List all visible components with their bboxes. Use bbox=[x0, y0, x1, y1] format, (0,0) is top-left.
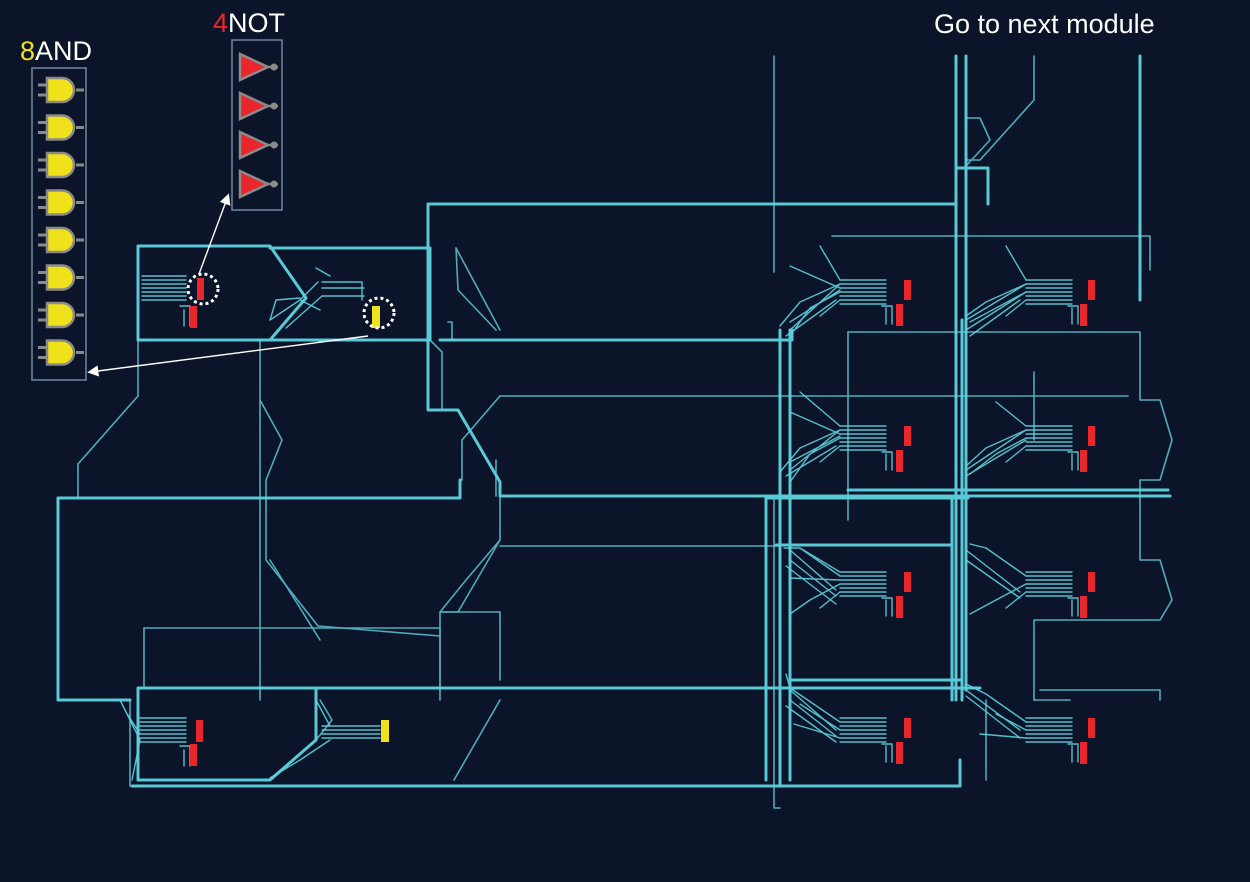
cell-r6 bbox=[965, 401, 1079, 475]
and-legend bbox=[31, 67, 87, 381]
not-pin bbox=[1088, 572, 1095, 592]
and-gate-icon bbox=[38, 264, 84, 291]
not-legend-title: 4NOT bbox=[213, 8, 285, 38]
not-pin bbox=[904, 426, 911, 446]
not-pin bbox=[904, 280, 911, 300]
and-label: AND bbox=[35, 36, 93, 66]
not-pin bbox=[1080, 304, 1087, 326]
not-highlight-ring bbox=[186, 272, 220, 306]
and-pin bbox=[372, 306, 380, 328]
and-gate-icon bbox=[38, 339, 84, 366]
not-legend-frame bbox=[231, 39, 283, 211]
and-legend-title: 8AND bbox=[20, 36, 92, 66]
cell-r1 bbox=[779, 245, 893, 337]
and-gate-icon bbox=[38, 226, 84, 254]
cell-pins bbox=[190, 278, 1095, 766]
not-pin bbox=[904, 718, 911, 738]
not-callout-arrow bbox=[198, 193, 231, 275]
not-label: NOT bbox=[228, 8, 286, 38]
and-legend-frame bbox=[31, 67, 87, 381]
bus-thick bbox=[56, 54, 1172, 788]
cell-r8 bbox=[965, 683, 1079, 763]
not-pin bbox=[1080, 596, 1087, 618]
cell-bundles-right bbox=[779, 245, 1079, 763]
not-gate-icon bbox=[238, 169, 278, 199]
not-gate-icons bbox=[238, 52, 278, 199]
not-pin bbox=[1080, 742, 1087, 764]
not-pin bbox=[1080, 450, 1087, 472]
and-gate-icon bbox=[38, 301, 84, 329]
cell-r7 bbox=[969, 543, 1079, 617]
not-pin bbox=[896, 304, 903, 326]
not-pin bbox=[1088, 426, 1095, 446]
not-pin bbox=[896, 596, 903, 618]
and-callout-arrow bbox=[87, 335, 369, 377]
not-pin bbox=[196, 720, 203, 742]
and-gate-icon bbox=[38, 76, 84, 104]
not-pin bbox=[1088, 280, 1095, 300]
not-pin bbox=[190, 744, 197, 766]
and-pin bbox=[381, 720, 389, 742]
not-pin bbox=[1088, 718, 1095, 738]
cell-r5 bbox=[965, 245, 1079, 325]
and-highlight-ring bbox=[362, 296, 396, 330]
and-gate-icons bbox=[38, 76, 84, 366]
next-module-link[interactable]: Go to next module bbox=[934, 9, 1155, 39]
and-count: 8 bbox=[20, 36, 36, 66]
not-legend bbox=[231, 39, 283, 211]
not-pin bbox=[896, 450, 903, 472]
callout-arrows bbox=[87, 193, 369, 377]
not-pin bbox=[896, 742, 903, 764]
not-gate-icon bbox=[238, 130, 278, 160]
not-gate-icon bbox=[238, 52, 278, 82]
not-pin bbox=[197, 278, 204, 300]
cell-bundles bbox=[119, 267, 381, 781]
highlight-rings bbox=[186, 272, 396, 330]
cell-r2 bbox=[779, 391, 893, 483]
bus-thin bbox=[77, 55, 1173, 809]
not-gate-icon bbox=[238, 91, 278, 121]
not-pin bbox=[904, 572, 911, 592]
not-count: 4 bbox=[213, 8, 229, 38]
not-pin bbox=[190, 306, 197, 328]
and-gate-icon bbox=[38, 114, 84, 141]
wire-network bbox=[56, 54, 1173, 809]
and-gate-icon bbox=[38, 151, 84, 179]
and-gate-icon bbox=[38, 189, 84, 216]
